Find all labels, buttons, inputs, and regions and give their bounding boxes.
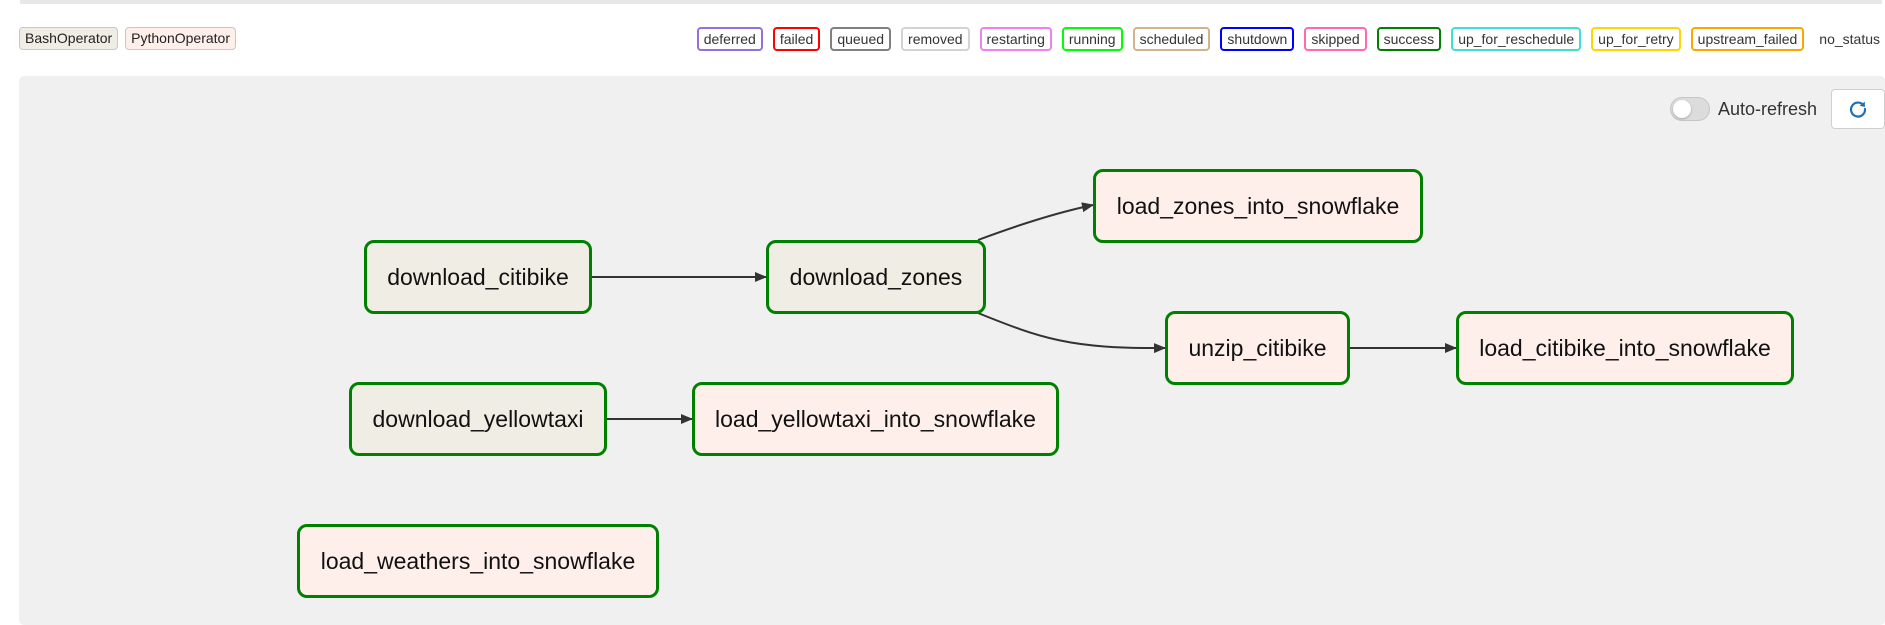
state-chip-up-for-retry[interactable]: up_for_retry — [1591, 27, 1681, 51]
operator-legend: BashOperator PythonOperator — [19, 27, 237, 50]
state-chip-running[interactable]: running — [1061, 27, 1123, 51]
state-chip-deferred[interactable]: deferred — [696, 27, 763, 51]
task-label: load_zones_into_snowflake — [1116, 192, 1400, 219]
state-chip-skipped[interactable]: skipped — [1304, 27, 1367, 51]
toggle-knob — [1672, 100, 1691, 118]
top-divider — [20, 0, 1882, 4]
state-chip-scheduled[interactable]: scheduled — [1132, 27, 1211, 51]
state-chip-shutdown[interactable]: shutdown — [1220, 27, 1295, 51]
auto-refresh-toggle[interactable] — [1669, 97, 1710, 121]
state-chip-queued[interactable]: queued — [830, 27, 892, 51]
task-label: download_zones — [789, 263, 963, 290]
state-chip-failed[interactable]: failed — [772, 27, 821, 51]
task-node-download-zones[interactable]: download_zones — [766, 240, 986, 314]
task-label: download_yellowtaxi — [372, 405, 584, 432]
state-chip-removed[interactable]: removed — [901, 27, 970, 51]
task-node-download-yellowtaxi[interactable]: download_yellowtaxi — [349, 382, 607, 456]
state-chip-restarting[interactable]: restarting — [979, 27, 1052, 51]
task-node-load-citibike-into-snowflake[interactable]: load_citibike_into_snowflake — [1456, 311, 1794, 385]
graph-toolbar: Auto-refresh — [1669, 89, 1885, 129]
task-label: load_yellowtaxi_into_snowflake — [715, 405, 1036, 432]
state-chip-upstream-failed[interactable]: upstream_failed — [1690, 27, 1805, 51]
state-chip-no-status[interactable]: no_status — [1819, 31, 1880, 47]
refresh-icon — [1849, 101, 1867, 118]
refresh-button[interactable] — [1831, 89, 1885, 129]
task-node-load-yellowtaxi-into-snowflake[interactable]: load_yellowtaxi_into_snowflake — [692, 382, 1059, 456]
task-node-download-citibike[interactable]: download_citibike — [364, 240, 592, 314]
state-chip-up-for-reschedule[interactable]: up_for_reschedule — [1451, 27, 1582, 51]
task-node-load-zones-into-snowflake[interactable]: load_zones_into_snowflake — [1093, 169, 1423, 243]
task-node-load-weathers-into-snowflake[interactable]: load_weathers_into_snowflake — [297, 524, 659, 598]
state-chip-success[interactable]: success — [1376, 27, 1442, 51]
task-label: load_weathers_into_snowflake — [320, 547, 636, 574]
operator-chip-python: PythonOperator — [125, 27, 237, 50]
task-label: download_citibike — [387, 263, 569, 290]
auto-refresh-label: Auto-refresh — [1717, 98, 1817, 119]
task-label: load_citibike_into_snowflake — [1479, 334, 1771, 361]
status-legend: deferred failed queued removed restartin… — [696, 27, 1885, 51]
task-node-unzip-citibike[interactable]: unzip_citibike — [1165, 311, 1350, 385]
task-label: unzip_citibike — [1188, 334, 1327, 361]
operator-chip-bash: BashOperator — [19, 27, 119, 50]
